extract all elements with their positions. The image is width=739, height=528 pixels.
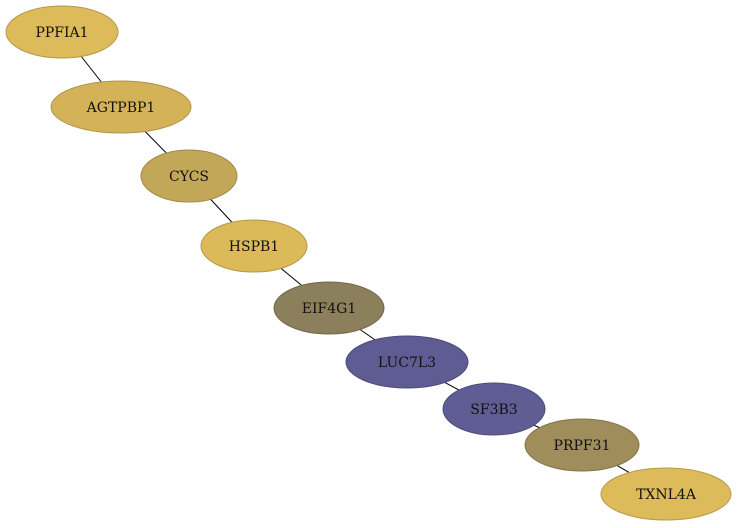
node-ppfia1[interactable]: PPFIA1 xyxy=(5,5,119,59)
node-ellipse xyxy=(5,5,119,59)
node-ellipse xyxy=(345,335,469,389)
node-label: PPFIA1 xyxy=(35,25,88,41)
node-eif4g1[interactable]: EIF4G1 xyxy=(273,281,385,335)
node-sf3b3[interactable]: SF3B3 xyxy=(442,382,546,436)
node-ellipse xyxy=(600,467,732,521)
node-ellipse xyxy=(524,418,640,472)
node-label: CYCS xyxy=(169,169,209,185)
node-ellipse xyxy=(200,219,308,273)
node-ellipse xyxy=(273,281,385,335)
node-label: TXNL4A xyxy=(636,487,697,503)
node-label: LUC7L3 xyxy=(378,355,436,371)
node-label: PRPF31 xyxy=(554,438,611,454)
node-label: EIF4G1 xyxy=(302,301,356,317)
node-cycs[interactable]: CYCS xyxy=(140,149,238,203)
node-ellipse xyxy=(442,382,546,436)
node-txnl4a[interactable]: TXNL4A xyxy=(600,467,732,521)
node-hspb1[interactable]: HSPB1 xyxy=(200,219,308,273)
node-ellipse xyxy=(140,149,238,203)
node-prpf31[interactable]: PRPF31 xyxy=(524,418,640,472)
node-label: AGTPBP1 xyxy=(86,100,156,116)
node-luc7l3[interactable]: LUC7L3 xyxy=(345,335,469,389)
node-ellipse xyxy=(50,80,192,134)
node-agtpbp1[interactable]: AGTPBP1 xyxy=(50,80,192,134)
node-label: SF3B3 xyxy=(470,402,517,418)
node-label: HSPB1 xyxy=(229,239,279,255)
